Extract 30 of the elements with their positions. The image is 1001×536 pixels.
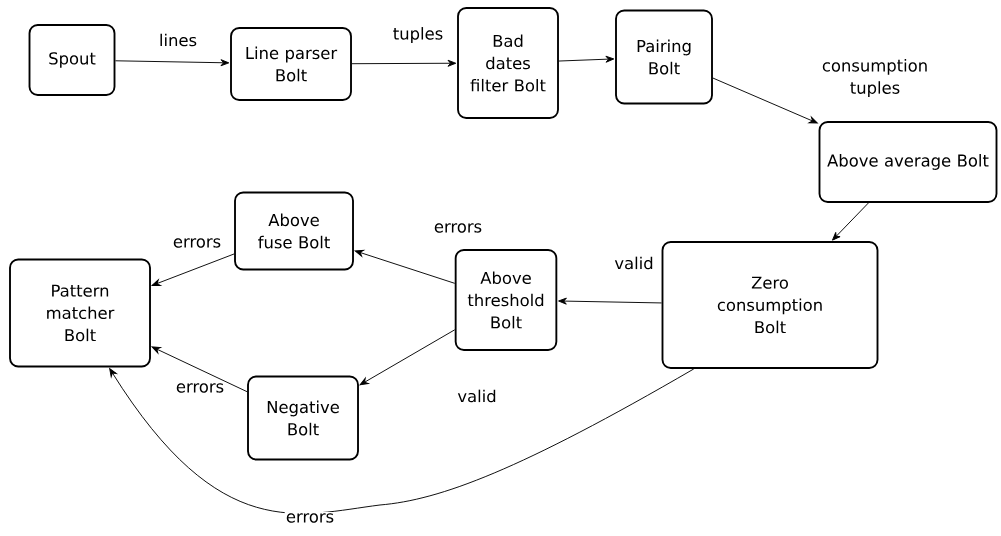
arrow — [359, 329, 456, 386]
arrow — [151, 346, 248, 393]
edge-label: errors — [171, 237, 223, 249]
arrow — [558, 297, 663, 305]
process-box: Pairing Bolt — [615, 9, 713, 105]
edge-label: consumption tuples — [817, 57, 933, 99]
process-box: Pattern matcher Bolt — [9, 258, 151, 368]
arrow — [558, 55, 615, 63]
arrow — [712, 77, 818, 124]
process-box: Negative Bolt — [247, 375, 359, 461]
edge-label: valid — [613, 255, 655, 271]
arrow — [115, 59, 230, 67]
arrow — [351, 59, 457, 67]
edge-label: errors — [284, 512, 336, 524]
edge-label: errors — [174, 382, 226, 394]
process-box: Zero consumption Bolt — [661, 241, 879, 369]
arrow — [832, 202, 869, 241]
process-box: Bad dates filter Bolt — [457, 7, 559, 119]
process-box: Spout — [28, 24, 116, 96]
arrow — [354, 249, 456, 284]
arrow — [109, 368, 695, 514]
process-box: Line parser Bolt — [230, 27, 352, 101]
edge-label: errors — [432, 222, 484, 234]
edge-label: valid — [456, 388, 498, 404]
edge-label: tuples — [391, 25, 445, 45]
process-box: Above fuse Bolt — [234, 191, 354, 271]
process-box: Above threshold Bolt — [454, 249, 558, 351]
edge-label: lines — [157, 32, 199, 48]
arrow — [151, 253, 235, 286]
process-box: Above average Bolt — [818, 121, 998, 203]
